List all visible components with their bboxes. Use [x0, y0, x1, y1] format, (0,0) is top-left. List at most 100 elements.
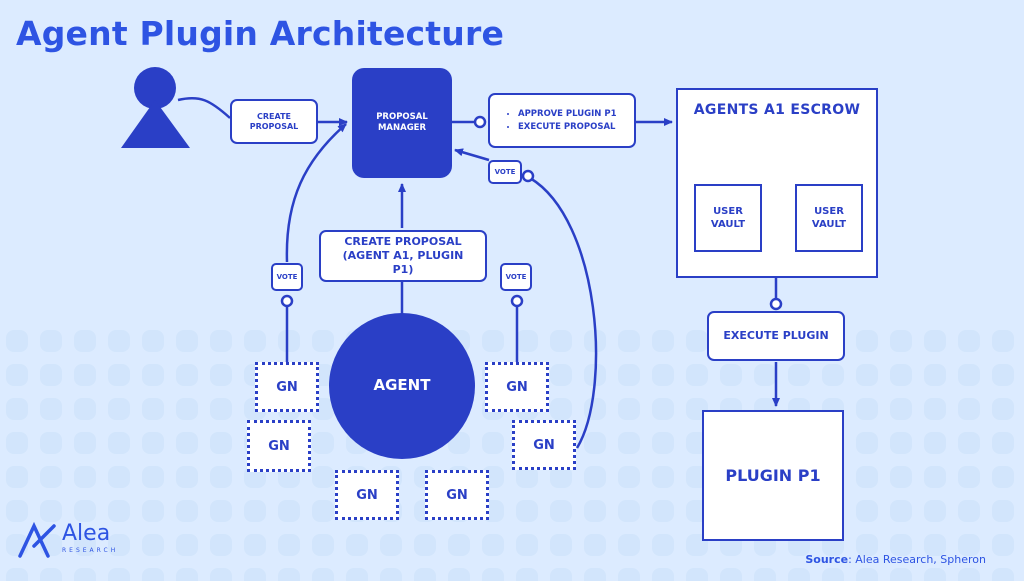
background-dot [278, 568, 300, 581]
background-dot [40, 364, 62, 386]
background-dot [856, 364, 878, 386]
background-dot [40, 432, 62, 454]
background-dot [890, 466, 912, 488]
plugin-label: PLUGIN P1 [725, 466, 821, 485]
background-dot [516, 534, 538, 556]
background-dot [176, 398, 198, 420]
background-dot [618, 398, 640, 420]
background-dot [550, 364, 572, 386]
background-dot [652, 500, 674, 522]
edge-gn-to-vote-top [529, 176, 598, 449]
background-dot [210, 330, 232, 352]
background-dot [890, 534, 912, 556]
background-dot [856, 500, 878, 522]
background-dot [584, 432, 606, 454]
background-dot [210, 466, 232, 488]
vote-badge-top: VOTE [488, 160, 522, 184]
background-dot [40, 398, 62, 420]
background-dot [686, 568, 708, 581]
logo-subtitle: RESEARCH [62, 547, 119, 554]
user-icon [121, 67, 190, 148]
background-dot [924, 500, 946, 522]
background-dot [822, 568, 844, 581]
background-dot [924, 330, 946, 352]
background-dot [618, 432, 640, 454]
background-dot [924, 568, 946, 581]
background-dot [210, 500, 232, 522]
background-dot [142, 364, 164, 386]
background-dot [516, 568, 538, 581]
background-dot [652, 330, 674, 352]
background-dot [108, 432, 130, 454]
background-dot [108, 500, 130, 522]
port-vote-right [510, 294, 524, 308]
background-dot [788, 568, 810, 581]
background-dot [6, 500, 28, 522]
background-dot [312, 466, 334, 488]
background-dot [686, 330, 708, 352]
background-dot [448, 534, 470, 556]
background-dot [992, 398, 1014, 420]
background-dot [176, 364, 198, 386]
background-dot [958, 432, 980, 454]
background-dot [856, 398, 878, 420]
background-dot [550, 330, 572, 352]
background-dot [890, 364, 912, 386]
edge-vote-left-to-manager [285, 123, 347, 263]
user-vault-left-label: USER VAULT [710, 206, 746, 230]
source-text: : Alea Research, Spheron [848, 553, 986, 566]
background-dot [210, 568, 232, 581]
background-dot [720, 568, 742, 581]
background-dot [210, 432, 232, 454]
background-dot [550, 466, 572, 488]
background-dot [924, 432, 946, 454]
background-dot [652, 568, 674, 581]
background-dot [6, 568, 28, 581]
background-dot [312, 568, 334, 581]
background-dot [40, 466, 62, 488]
gn-node: GN [512, 420, 576, 470]
background-dot [40, 330, 62, 352]
background-dot [618, 364, 640, 386]
background-dot [210, 534, 232, 556]
background-dot [482, 568, 504, 581]
background-dot [992, 364, 1014, 386]
background-dot [210, 398, 232, 420]
background-dot [856, 432, 878, 454]
background-dot [210, 364, 232, 386]
create-proposal-main-label: CREATE PROPOSAL (AGENT A1, PLUGIN P1) [342, 235, 464, 276]
background-dot [40, 500, 62, 522]
background-dot [482, 432, 504, 454]
create-proposal-small-label: CREATE PROPOSAL [249, 111, 299, 131]
plugin-box: PLUGIN P1 [702, 410, 844, 541]
background-dot [142, 500, 164, 522]
background-dot [618, 500, 640, 522]
background-dot [652, 432, 674, 454]
background-dot [754, 568, 776, 581]
background-dot [142, 330, 164, 352]
background-dot [74, 432, 96, 454]
background-dot [482, 330, 504, 352]
background-dot [550, 500, 572, 522]
create-proposal-small-box: CREATE PROPOSAL [230, 99, 318, 144]
background-dot [550, 568, 572, 581]
gn-node: GN [255, 362, 319, 412]
background-dot [652, 466, 674, 488]
background-dot [380, 568, 402, 581]
background-dot [958, 364, 980, 386]
source-note: Source: Alea Research, Spheron [805, 553, 986, 566]
background-dot [958, 534, 980, 556]
background-dot [108, 568, 130, 581]
background-dot [244, 568, 266, 581]
source-label: Source [805, 553, 849, 566]
background-dot [176, 534, 198, 556]
background-dot [278, 534, 300, 556]
background-dot [516, 500, 538, 522]
background-dot [754, 364, 776, 386]
action-item: APPROVE PLUGIN P1 [518, 109, 617, 119]
background-dot [924, 398, 946, 420]
background-dot [312, 534, 334, 556]
background-dot [142, 398, 164, 420]
background-dot [108, 534, 130, 556]
